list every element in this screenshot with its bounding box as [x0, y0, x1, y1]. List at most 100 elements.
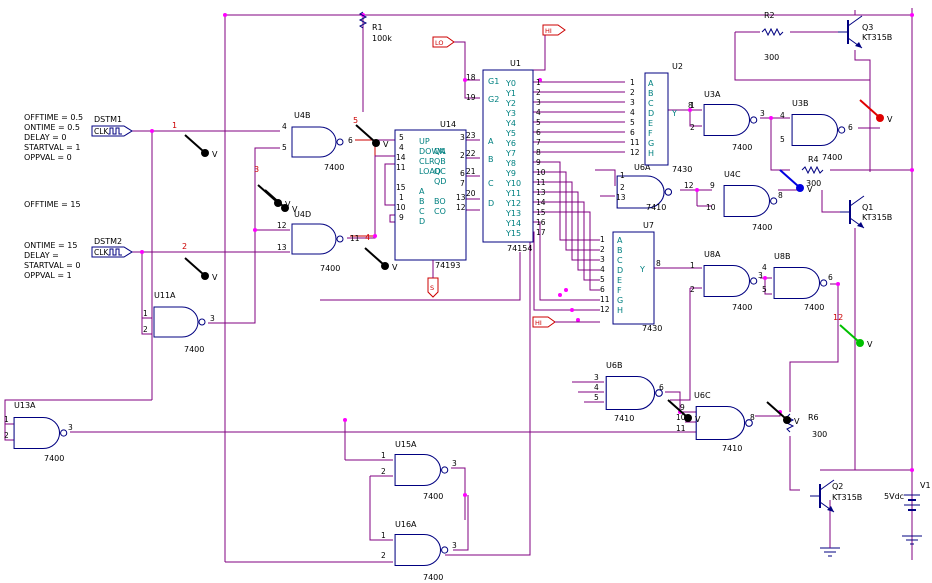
pin-number: 11 — [536, 178, 546, 187]
pin-label: Y7 — [505, 149, 516, 158]
stim1-clk: CLK — [94, 127, 109, 136]
voltage-probe-marker[interactable]: V — [184, 134, 218, 159]
pin-number: 3 — [452, 541, 457, 550]
gate-u6a[interactable]: U6A 7410 1 2 13 12 — [616, 163, 694, 212]
gate-u3b[interactable]: U3B 7400 4 5 6 — [780, 99, 853, 162]
pin-number: 11 — [350, 234, 360, 243]
pin-label: B — [488, 155, 494, 164]
ic-part: 74154 — [507, 244, 532, 253]
pin-number: 5 — [594, 393, 599, 402]
gate-part: 7400 — [44, 454, 64, 463]
pin-number: 3 — [68, 423, 73, 432]
gate-u13a[interactable]: U13A 7400 1 2 3 — [4, 401, 73, 463]
pin-label: Y6 — [505, 139, 516, 148]
component-ref: R6 — [808, 413, 819, 422]
gate-u11a[interactable]: U11A 7400 1 2 3 — [143, 291, 215, 354]
stim2-name: DSTM2 — [94, 237, 122, 246]
pin-number: 10 — [536, 168, 546, 177]
voltage-probe-marker[interactable]: V — [264, 189, 298, 214]
gate-u3a[interactable]: U3A 7400 1 2 3 — [690, 90, 765, 152]
voltage-probe-marker[interactable]: V — [184, 257, 218, 282]
pin-label: D — [488, 199, 494, 208]
gate-ref: U3B — [792, 99, 808, 108]
ic-part: 7430 — [642, 324, 662, 333]
pin-number: 2 — [690, 123, 695, 132]
pin-number: 11 — [676, 424, 686, 433]
resistor-r1[interactable]: R1 100k — [358, 11, 392, 43]
transistor-q3[interactable]: Q3 KT315B — [838, 15, 892, 49]
pin-number: 3 — [536, 98, 541, 107]
ic-part: 74193 — [435, 261, 460, 270]
pin-number: 1 — [536, 78, 541, 87]
gate-u8b[interactable]: U8B 7400 4 5 6 — [762, 252, 833, 312]
pin-number: 4 — [536, 108, 541, 117]
pin-label: Y10 — [505, 179, 521, 188]
u1-left-labels: G1 G2 A B C D — [488, 77, 499, 208]
ic-u1[interactable]: U1 74154 18 19 23 22 21 20 G1 G2 A B C D… — [466, 59, 546, 253]
pin-number: 19 — [466, 93, 476, 102]
pin-number: 6 — [630, 128, 635, 137]
probe-label: V — [807, 185, 813, 194]
pin-number: 4 — [594, 383, 599, 392]
probe-label: V — [392, 263, 398, 272]
pin-number: 4 — [600, 265, 605, 274]
gate-u4b[interactable]: U4B 7400 4 5 6 — [282, 111, 353, 172]
component-value: 100k — [372, 34, 392, 43]
voltage-probe-marker[interactable]: V — [859, 99, 893, 124]
voltage-probe-marker[interactable]: V — [667, 399, 701, 424]
transistor-q1[interactable]: Q1 KT315B — [840, 195, 892, 229]
pin-number: 3 — [600, 255, 605, 264]
net-label: 5 — [353, 116, 358, 125]
component-value: 300 — [764, 53, 779, 62]
pin-label: D — [648, 109, 654, 118]
gate-u8a[interactable]: U8A 7400 1 2 3 — [690, 250, 763, 312]
gate-u15a[interactable]: U15A 7400 1 2 3 — [381, 440, 457, 501]
gate-u4c[interactable]: U4C 7400 9 10 8 — [706, 170, 783, 232]
voltage-probe-marker[interactable]: V — [364, 247, 398, 272]
pin-label: Y13 — [505, 209, 521, 218]
pin-label: Y — [671, 109, 677, 118]
pin-number: 9 — [536, 158, 541, 167]
pin-number: 11 — [396, 163, 406, 172]
pin-number: 1 — [381, 451, 386, 460]
voltage-probe-marker[interactable]: V — [839, 324, 873, 349]
ic-part: 7430 — [672, 165, 692, 174]
pin-number: 5 — [630, 118, 635, 127]
pin-number: 2 — [381, 551, 386, 560]
pin-label: F — [617, 286, 622, 295]
gate-u4d[interactable]: U4D 7400 12 13 11 — [277, 210, 360, 273]
voltage-probe-marker[interactable]: V — [766, 401, 800, 426]
voltage-probe-marker[interactable]: V — [779, 169, 813, 194]
ic-u14[interactable]: U14 74193 UP DOWN CLR LOAD A B C D 5 4 1… — [394, 120, 467, 270]
pin-label: Y4 — [505, 119, 516, 128]
resistor-r4[interactable]: R4 300 — [801, 155, 824, 188]
stim2-param: ONTIME = 15 — [24, 241, 77, 250]
pin-label: DOWN — [419, 147, 445, 156]
stim2-param: DELAY = — [24, 251, 59, 260]
clock-waveform-icon — [108, 127, 122, 135]
probe-label: V — [383, 140, 389, 149]
pin-number: 7 — [536, 138, 541, 147]
gate-part: 7410 — [646, 203, 666, 212]
gate-u6c[interactable]: U6C 7410 9 10 11 8 — [676, 391, 755, 453]
resistor-r2[interactable]: R2 300 — [761, 11, 784, 62]
pin-label: C — [488, 179, 494, 188]
pin-number: 8 — [778, 191, 783, 200]
pin-number: 6 — [460, 169, 465, 178]
voltage-probe-marker[interactable]: V — [355, 124, 389, 149]
probe-label: V — [887, 115, 893, 124]
component-value: 300 — [806, 179, 821, 188]
pin-number: 3 — [760, 109, 765, 118]
gate-u16a[interactable]: U16A 7400 1 2 3 — [381, 520, 457, 582]
voltage-source-v1[interactable]: V1 5Vdc — [884, 481, 931, 511]
pin-number: 20 — [466, 189, 476, 198]
transistor-q2[interactable]: Q2 KT315B — [810, 479, 862, 513]
gate-ref: U4C — [724, 170, 741, 179]
pin-number: 3 — [210, 314, 215, 323]
gate-u6b[interactable]: U6B 7410 3 4 5 6 — [594, 361, 664, 423]
u14-left-pins: 5 4 14 11 15 1 10 9 — [396, 133, 406, 222]
